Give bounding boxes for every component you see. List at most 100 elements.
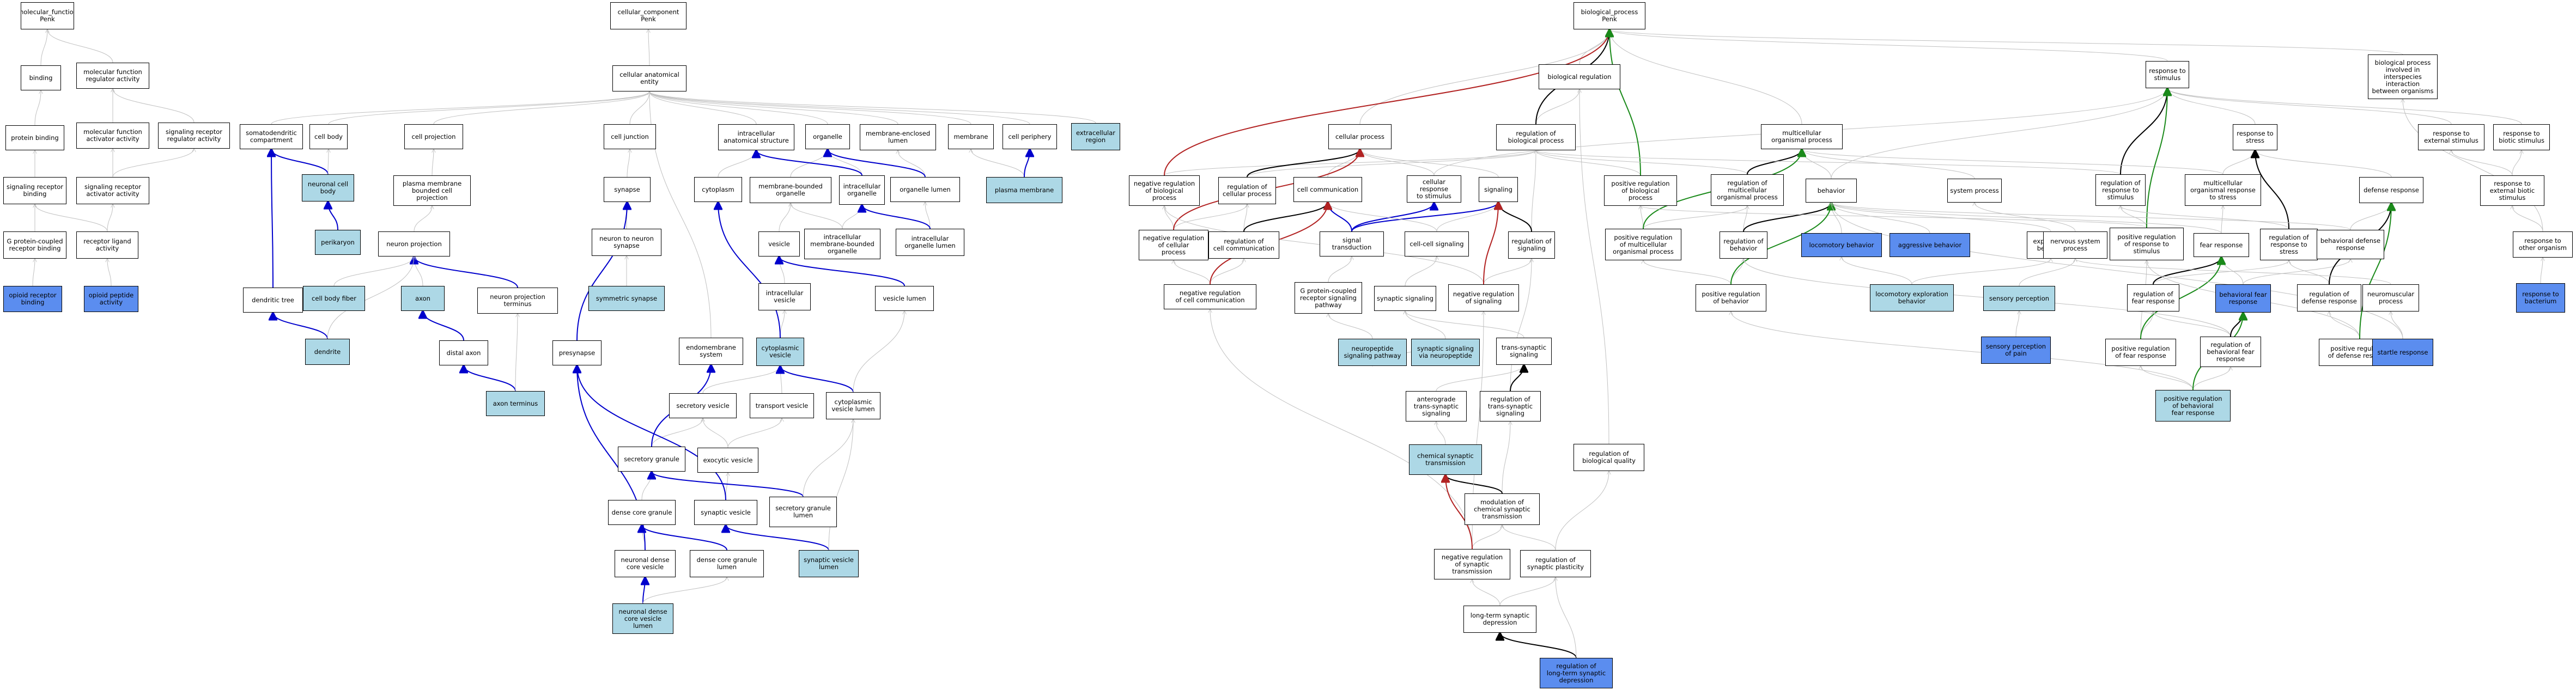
edge-regcellcomm-to-cellcomm	[1243, 202, 1328, 232]
edge-posregfear-to-fearresp	[2140, 257, 2221, 339]
edge-negregsyn-to-chemsyn	[1445, 475, 1473, 549]
go-term-ndcvlumen: neuronal dense core vesicle lumen	[612, 603, 673, 634]
go-term-cae: cellular anatomical entity	[612, 65, 686, 91]
go-term-distaxon: distal axon	[439, 340, 488, 365]
edge-sigtrans-to-signaling	[1351, 202, 1498, 232]
go-term-endomem: endomembrane system	[679, 338, 743, 365]
edge-behdefresp-to-behavior	[1831, 203, 2351, 230]
go-term-symsyn: symmetric synapse	[588, 286, 665, 311]
edge-regltd-to-regsynplast	[1556, 577, 1577, 658]
go-term-regrespstim: regulation of response to stimulus	[2095, 174, 2146, 206]
edge-senspain-to-sensperc	[2015, 311, 2019, 337]
edge-neuropep-to-gpcrpath	[1328, 314, 1373, 339]
edge-regbehfear-to-regfear	[2153, 312, 2231, 337]
go-term-locoexpl: locomotory exploration behavior	[1870, 284, 1954, 312]
go-term-respbiotic: response to biotic stimulus	[2493, 124, 2550, 150]
go-term-mf: molecular_function Penk	[21, 2, 74, 29]
edge-cellproj-to-cae	[433, 91, 649, 125]
edge-dendtree-to-soma	[271, 149, 273, 288]
edge-respext-to-resp	[2167, 88, 2452, 125]
go-term-synves: synaptic vesicle	[694, 500, 757, 525]
edge-negregsig-to-regsig	[1483, 259, 1532, 285]
go-term-sensperc: sensory perception	[1983, 286, 2055, 311]
edge-fearresp-to-multiorgstress	[2221, 206, 2223, 234]
go-term-posregfear: positive regulation of fear response	[2105, 339, 2176, 366]
edge-negregsig-to-signaling	[1483, 202, 1498, 285]
go-term-melumen: membrane-enclosed lumen	[860, 124, 936, 150]
edge-cellbodyfiber-to-neuronproj	[333, 257, 414, 286]
edge-neurbody-to-soma	[271, 149, 329, 175]
go-term-regcellproc: regulation of cellular process	[1218, 177, 1276, 204]
go-term-imborg: intracellular membrane-bounded organelle	[804, 229, 880, 259]
go-term-synsig: synaptic signaling	[1374, 286, 1436, 311]
edge-cytoves-to-ivesicle	[780, 310, 785, 338]
edge-synapse-to-celljunc	[627, 149, 630, 178]
go-term-fearresp: fear response	[2194, 233, 2249, 257]
edge-sglumen-to-cvlumen	[803, 419, 853, 497]
edge-extrareg-to-cae	[649, 91, 1096, 124]
go-term-respextbiotic: response to external biotic stimulus	[2480, 175, 2544, 206]
go-term-negregsig: negative regulation of signaling	[1448, 284, 1519, 312]
edge-respother-to-interspecies	[2403, 99, 2543, 232]
edge-orglumen-to-organelle	[828, 149, 926, 178]
go-term-cellbody: cell body	[309, 124, 348, 149]
edge-opioidrec-to-gpcrbind	[32, 259, 35, 286]
go-term-secves: secretory vesicle	[669, 393, 737, 418]
go-term-antero: anterograde trans-synaptic signaling	[1406, 391, 1467, 422]
go-term-respstress: response to stress	[2233, 124, 2277, 150]
edge-nervsys-to-systemproc	[1974, 203, 2076, 232]
go-term-ivesicle: intracellular vesicle	[758, 283, 811, 310]
go-term-behavior: behavior	[1806, 179, 1857, 203]
go-term-gpcrpath: G protein-coupled receptor signaling pat…	[1295, 282, 1362, 314]
edge-posregmultiorg-to-regmultiorg	[1643, 206, 1747, 229]
edge-recligand-to-sigrecbind	[35, 204, 108, 232]
go-term-regmultiorg: regulation of multicellular organismal p…	[1711, 174, 1784, 206]
edge-cellcellsig-to-cellcomm	[1328, 202, 1437, 232]
edge-negregcellcomm-to-regcellcomm	[1210, 259, 1244, 285]
go-term-mborg: membrane-bounded organelle	[750, 177, 831, 203]
edge-ias-to-cae	[649, 91, 757, 125]
edge-gpcrpath-to-sigtrans	[1328, 257, 1352, 283]
go-term-negregcellcomm: negative regulation of cell communicatio…	[1164, 284, 1256, 309]
go-term-sigrecbind: signaling receptor binding	[3, 177, 66, 204]
edge-posregmultiorg-to-posregbp	[1641, 206, 1644, 229]
edge-plasmamem-to-cellperiph	[1024, 149, 1030, 178]
go-term-vesicle: vesicle	[758, 231, 800, 257]
go-term-regsig: regulation of signaling	[1508, 231, 1555, 259]
edge-neurbody-to-cellbody	[328, 149, 329, 175]
edge-soma-to-cae	[271, 91, 649, 125]
go-term-exoves: exocytic vesicle	[697, 448, 758, 473]
edge-ndcvlumen-to-dcglumen	[642, 577, 727, 604]
go-term-multiorgstress: multicellular organismal response to str…	[2185, 174, 2261, 206]
go-term-posregbehfear: positive regulation of behavioral fear r…	[2155, 390, 2231, 422]
go-term-sglumen: secretory granule lumen	[769, 497, 837, 527]
edge-presyn-to-synapse	[576, 202, 627, 341]
edge-ndcvlumen-to-ndcves	[643, 577, 645, 604]
go-term-dcglumen: dense core granule lumen	[690, 550, 764, 577]
edge-regtranssyn-to-regsig	[1510, 259, 1532, 392]
edge-regsynplast-to-modchemsyn	[1502, 525, 1556, 551]
edge-cellperiph-to-cae	[649, 91, 1030, 125]
edge-iorglumen-to-intorg	[862, 205, 931, 229]
edge-respextbiotic-to-respext	[2451, 150, 2513, 176]
edge-opioidpep-to-recligand	[107, 259, 112, 286]
go-term-respbact: response to bacterium	[2516, 283, 2565, 313]
edge-membrane-to-cae	[649, 91, 971, 125]
edge-signaling-to-cellproc	[1360, 149, 1499, 178]
edge-locoexpl-to-locobeh	[1842, 257, 1912, 285]
go-term-ltd: long-term synaptic depression	[1463, 606, 1536, 633]
go-term-behdefresp: behavioral defense response	[2317, 230, 2384, 259]
edge-systemproc-to-multiorg	[1802, 149, 1975, 179]
edge-startle-to-behavior	[1831, 203, 2403, 339]
edge-respother-to-respextbiotic	[2512, 206, 2543, 232]
edge-posregbeh-to-regbeh	[1730, 259, 1743, 285]
edge-sglumen-to-secgran	[652, 472, 804, 497]
go-term-signaling: signaling	[1479, 177, 1518, 202]
edge-regbp-to-bioreg	[1535, 89, 1579, 125]
edge-posregdef-to-regdefresp	[2329, 312, 2360, 339]
edge-vesicle-to-mborg	[779, 203, 791, 232]
edge-binding-to-mf	[40, 29, 47, 66]
edge-negregcellproc-to-negregbp	[1164, 206, 1174, 230]
go-term-regbioqual: regulation of biological quality	[1573, 444, 1644, 471]
go-term-regbehfear: regulation of behavioral fear response	[2200, 337, 2261, 367]
